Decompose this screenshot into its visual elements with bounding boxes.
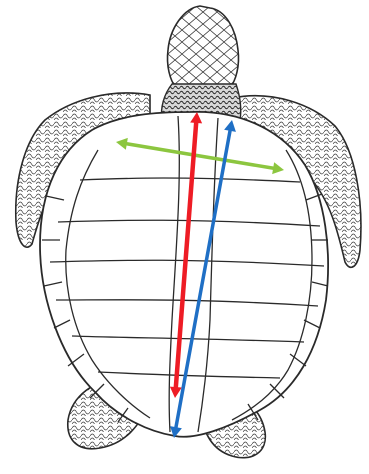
turtle-head: [167, 6, 238, 88]
